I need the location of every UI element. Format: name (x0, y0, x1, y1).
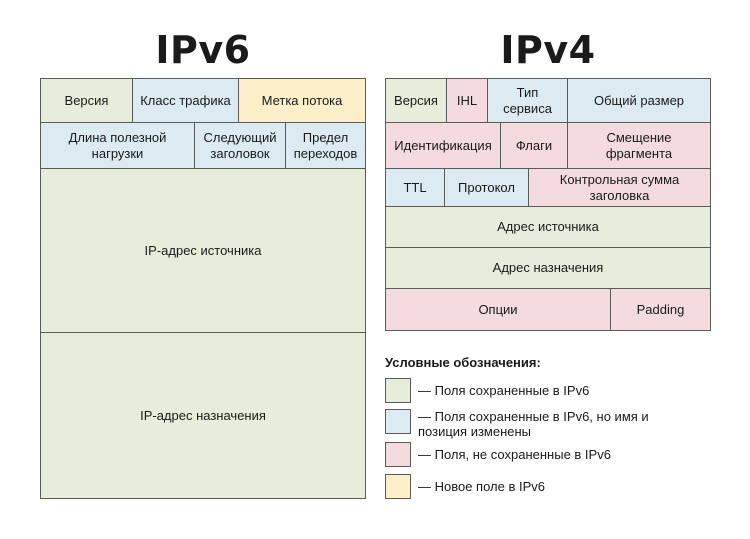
ipv4-field-type-of-service: Тип сервиса (487, 78, 568, 123)
ipv6-field-payload-length: Длина полезной нагрузки (40, 122, 195, 169)
legend-swatch-renamed (385, 409, 411, 434)
legend-item-renamed: — Поля сохраненные в IPv6, но имя и пози… (418, 409, 649, 439)
ipv6-field-source-address: IP-адрес источника (40, 168, 366, 333)
ipv4-title: IPv4 (500, 28, 596, 72)
ipv4-field-destination-address: Адрес назначения (385, 247, 711, 289)
ipv6-field-hop-limit: Предел переходов (285, 122, 366, 169)
ipv6-field-traffic-class: Класс трафика (132, 78, 239, 123)
ipv6-field-next-header: Следующий заголовок (194, 122, 286, 169)
ipv4-field-flags: Флаги (500, 122, 568, 169)
ipv4-field-padding: Padding (610, 288, 711, 331)
legend-item-kept: — Поля сохраненные в IPv6 (418, 383, 590, 398)
ipv6-field-version: Версия (40, 78, 133, 123)
ipv4-field-header-checksum: Контрольная сумма заголовка (528, 168, 711, 207)
ipv6-title: IPv6 (155, 28, 251, 72)
ipv4-field-fragment-offset: Смещение фрагмента (567, 122, 711, 169)
legend-title: Условные обозначения: (385, 355, 541, 370)
legend-item-removed: — Поля, не сохраненные в IPv6 (418, 447, 611, 462)
ipv6-field-destination-address: IP-адрес назначения (40, 332, 366, 499)
ipv4-field-source-address: Адрес источника (385, 206, 711, 248)
legend-swatch-removed (385, 442, 411, 467)
ipv4-field-protocol: Протокол (444, 168, 529, 207)
legend-item-new: — Новое поле в IPv6 (418, 479, 546, 494)
ipv6-field-flow-label: Метка потока (238, 78, 366, 123)
legend-swatch-new (385, 474, 411, 499)
ipv4-field-version: Версия (385, 78, 447, 123)
ipv4-field-ttl: TTL (385, 168, 445, 207)
legend-swatch-kept (385, 378, 411, 403)
ipv4-field-total-length: Общий размер (567, 78, 711, 123)
ipv4-field-ihl: IHL (446, 78, 488, 123)
ipv4-field-identification: Идентификация (385, 122, 501, 169)
ipv4-field-options: Опции (385, 288, 611, 331)
